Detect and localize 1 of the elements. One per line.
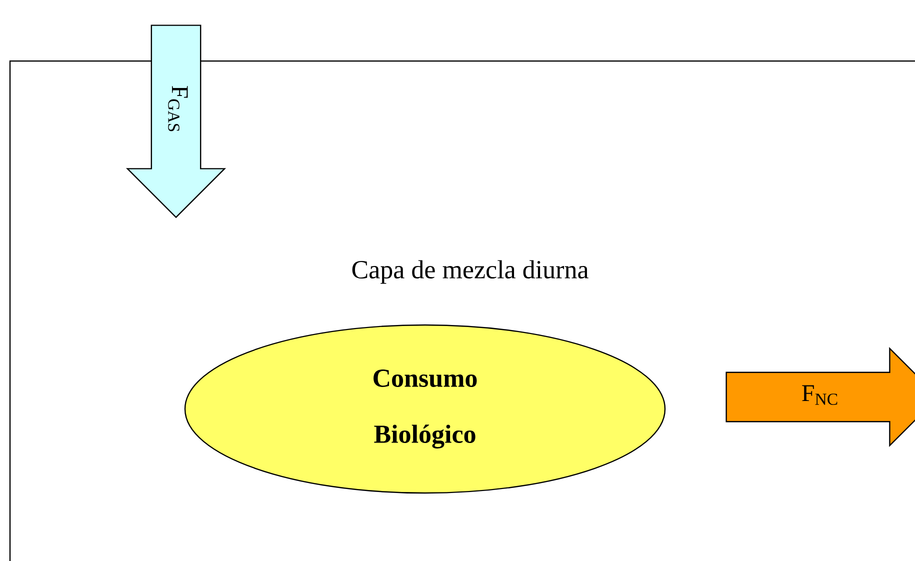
region-label: Capa de mezcla diurna <box>352 260 588 284</box>
